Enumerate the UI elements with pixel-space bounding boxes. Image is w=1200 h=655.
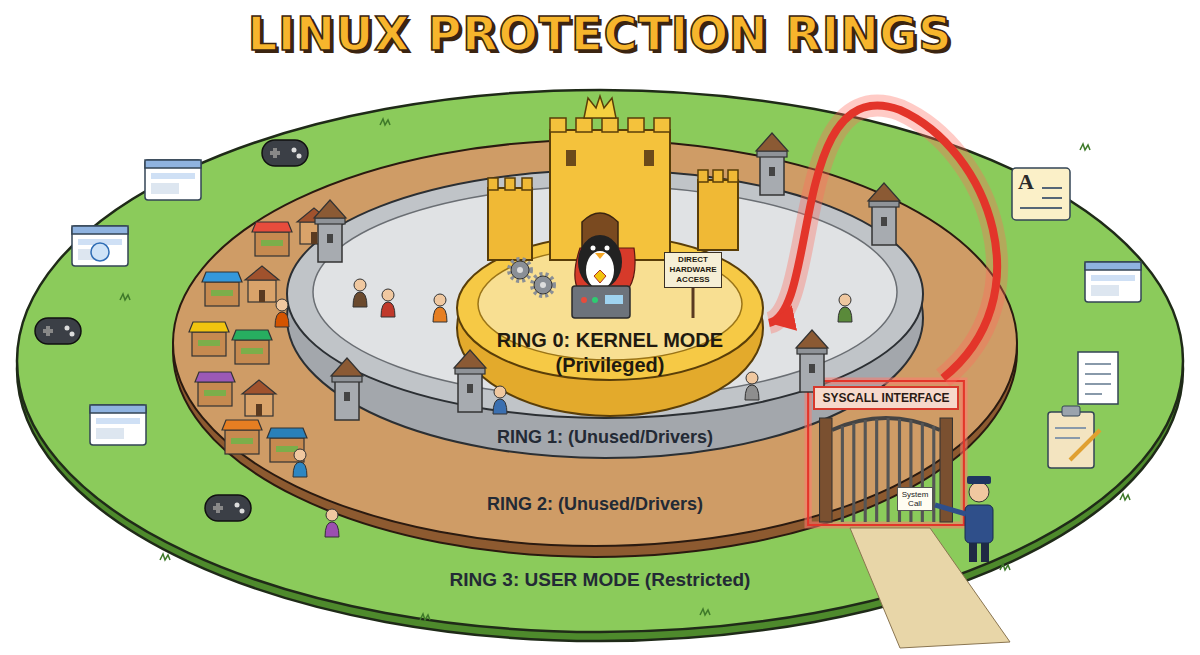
title-wrap: LINUX PROTECTION RINGS — [0, 6, 1200, 62]
diagram-title: LINUX PROTECTION RINGS — [248, 6, 953, 62]
node-title: RING 0: KERNEL MODE (Privileged) — [485, 328, 735, 378]
paper-note: System Call — [897, 487, 933, 511]
syscall-gate: SYSCALL INTERFACE — [805, 378, 967, 528]
label-spot: DIRECT HARDWARE ACCESS — [664, 252, 722, 288]
label-spot: System Call — [897, 487, 933, 511]
node-title: RING 1: (Unused/Drivers) — [497, 426, 713, 448]
node-title: RING 2: (Unused/Drivers) — [487, 493, 703, 515]
hardware-sign: DIRECT HARDWARE ACCESS — [664, 252, 722, 288]
node-title: SYSCALL INTERFACE — [813, 386, 958, 410]
label-spot: A — [1018, 170, 1038, 194]
user-mode-ring: RING 3: USER MODE (Restricted) RING 2: (U… — [15, 85, 1185, 645]
driver-ring: RING 1: (Unused/Drivers) RING 0: KERNEL M… — [285, 168, 925, 460]
driver-ring: RING 2: (Unused/Drivers) RING 1: (Unused/… — [170, 135, 1020, 560]
ring-shape — [285, 168, 925, 460]
node-title: RING 3: USER MODE (Restricted) — [450, 569, 751, 591]
icon-letter: A — [1018, 170, 1038, 194]
